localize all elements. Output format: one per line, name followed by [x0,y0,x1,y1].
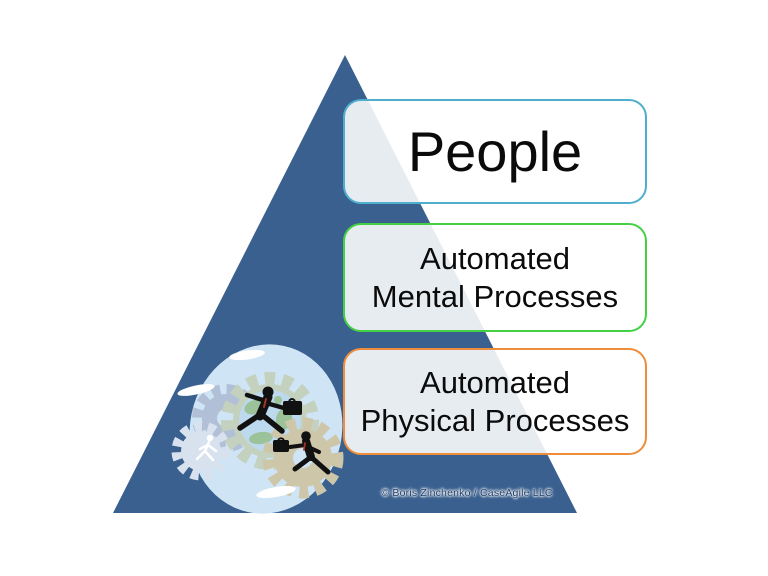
runner-icon [195,434,218,462]
businessman-icon [237,386,302,434]
level-label-line: Mental Processes [371,278,619,314]
businessman-icon [273,431,331,475]
level-label-line: Automated [420,240,570,276]
pyramid-level-automated-mental: Automated Mental Processes [343,223,647,332]
level-label-line: Automated [420,364,570,400]
pyramid-level-automated-physical: Automated Physical Processes [343,348,647,455]
pyramid-level-people: People [343,99,647,204]
gear-icon [171,421,231,481]
copyright-text: © Boris Zinchenko / CaseAgile LLC [381,487,553,499]
level-label-people: People [407,119,583,183]
cloud-icon [177,349,296,499]
level-label-line: Physical Processes [360,402,630,438]
businessmen-gears-clipart [171,344,344,514]
